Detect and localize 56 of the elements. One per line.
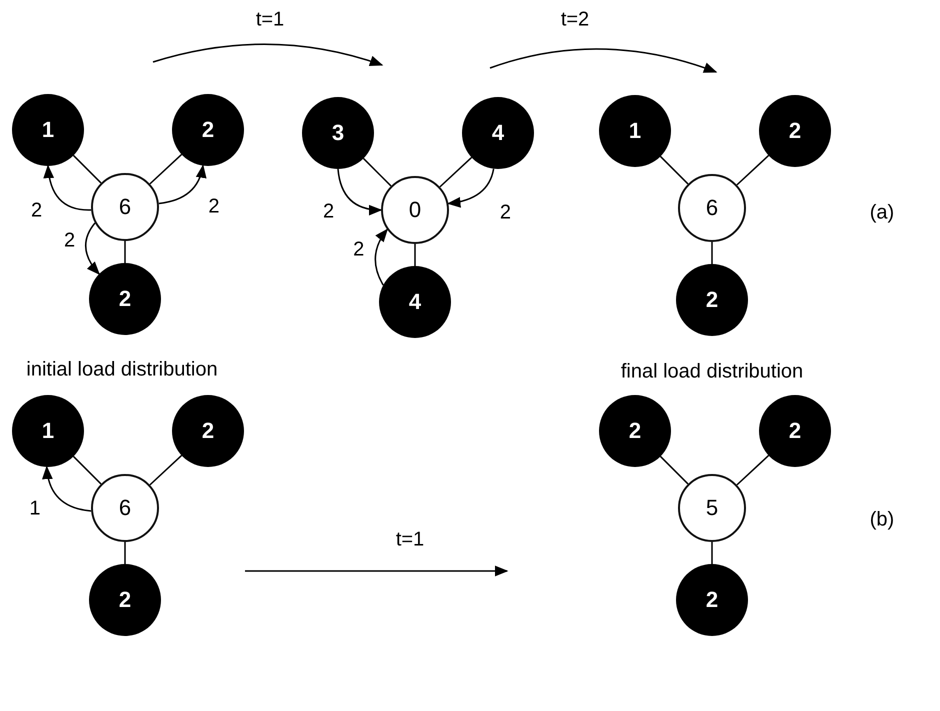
dark-node-circle: 3 — [302, 97, 374, 169]
edge-label: 2 — [64, 230, 76, 253]
connector-line — [72, 456, 102, 484]
edge-label: 2 — [208, 195, 220, 218]
flow-arrow — [337, 168, 382, 215]
connector-line — [72, 154, 102, 184]
caption-text: initial load distribution — [26, 358, 218, 382]
dark-node-circle: 4 — [379, 266, 451, 338]
center-node-circle: 5 — [678, 474, 746, 542]
connector-line — [124, 542, 126, 564]
connector-line — [660, 456, 688, 484]
connector-line — [439, 156, 472, 188]
connector-line — [149, 454, 182, 486]
dark-node-circle: 2 — [172, 94, 244, 166]
panel-label: (a) — [870, 202, 894, 224]
connector-line — [736, 154, 770, 186]
dark-node-circle: 2 — [759, 95, 831, 167]
caption-text: final load distribution — [620, 360, 804, 384]
dark-node-circle: 2 — [89, 263, 161, 335]
flow-arrow — [44, 164, 92, 211]
connector-line — [711, 542, 713, 564]
flow-arrow — [42, 466, 92, 512]
center-node-circle: 0 — [381, 176, 449, 244]
edge-label: 2 — [500, 201, 512, 224]
dark-node-circle: 2 — [89, 564, 161, 636]
panel-label: (b) — [870, 508, 894, 532]
dark-node-circle: 1 — [12, 94, 84, 166]
connector-line — [362, 158, 392, 186]
center-node-circle: 6 — [91, 173, 159, 241]
dark-node-circle: 2 — [676, 264, 748, 336]
edge-label: 2 — [353, 238, 364, 262]
edge-label: 2 — [322, 200, 334, 223]
flow-arrow — [374, 228, 388, 286]
dark-node-circle: 1 — [599, 95, 671, 167]
connector-line — [124, 241, 126, 263]
dark-node-circle: 2 — [676, 564, 748, 636]
edge-label: 2 — [31, 200, 42, 223]
connector-line — [149, 154, 182, 184]
flow-arrow — [158, 164, 206, 204]
dark-node-circle: 2 — [599, 395, 671, 467]
dark-node-circle: 2 — [172, 395, 244, 467]
connector-line — [414, 244, 416, 266]
dark-node-circle: 1 — [12, 395, 84, 467]
step-label: t=1 — [396, 528, 424, 552]
connector-line — [711, 242, 713, 264]
step-label: t=1 — [256, 8, 284, 32]
dark-node-circle: 4 — [462, 97, 534, 169]
flow-arrow — [85, 222, 100, 276]
edge-label: 1 — [29, 498, 40, 521]
connector-line — [660, 156, 688, 184]
dark-node-circle: 2 — [759, 395, 831, 467]
flow-arrow — [447, 168, 494, 208]
center-node-circle: 6 — [91, 474, 159, 542]
step-label: t=2 — [560, 8, 590, 32]
center-node-circle: 6 — [678, 174, 746, 242]
connector-line — [736, 454, 770, 486]
